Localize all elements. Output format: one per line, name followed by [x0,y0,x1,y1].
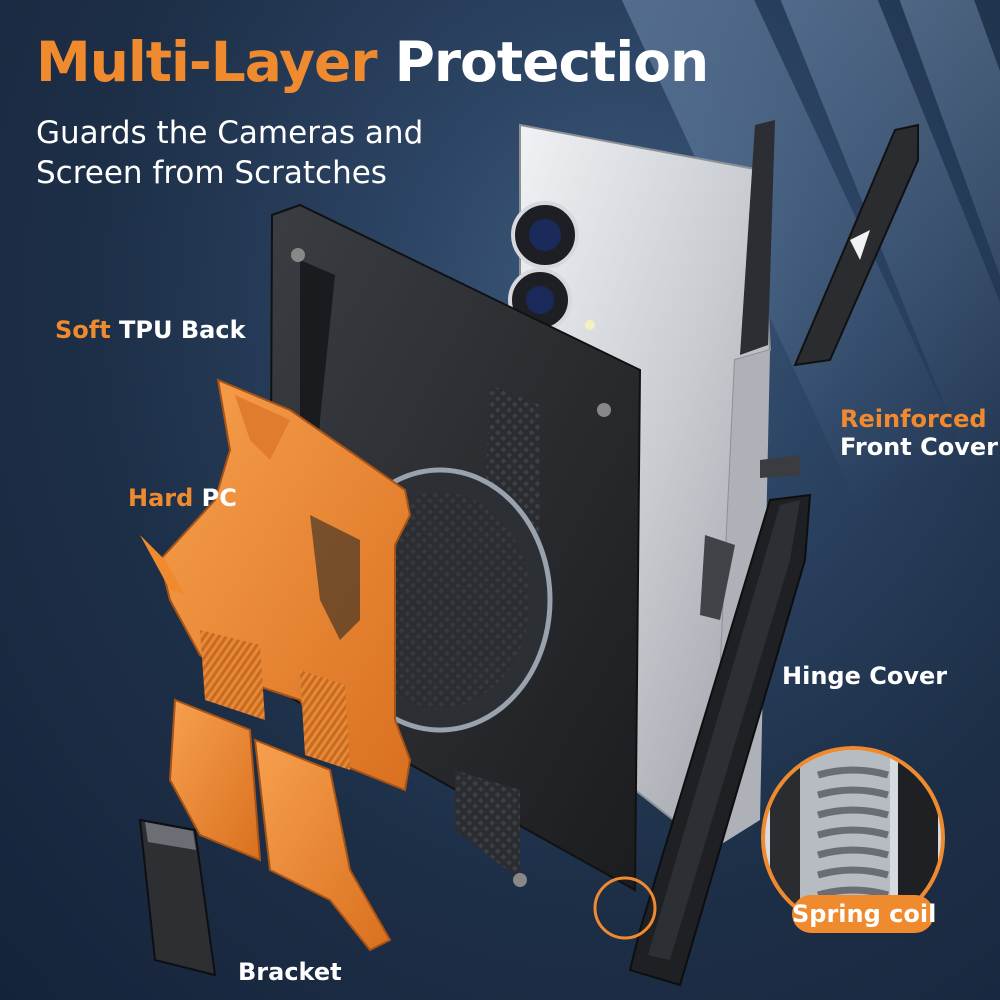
callout-spring-coil: Spring coil [792,895,936,933]
callout-accent: Soft [55,316,111,344]
callout-accent: Hard [128,484,194,512]
hinge-cover [628,493,812,987]
subtitle-line: Guards the Cameras and [36,115,424,151]
callout-accent: Reinforced [840,405,987,433]
callout-text: Bracket [238,958,342,986]
callout-hinge-cover: Hinge Cover [782,662,947,690]
title-accent: Multi-Layer [36,30,377,94]
callout-bracket: Bracket [238,958,342,986]
callout-text: PC [201,484,237,512]
callout-soft-tpu: Soft TPU Back [55,316,246,344]
callout-text: TPU Back [119,316,246,344]
bracket-piece [138,818,217,977]
subtitle-line: Screen from Scratches [36,155,387,191]
subtitle: Guards the Cameras and Screen from Scrat… [36,113,423,193]
callout-text: Front Cover [840,433,998,461]
callout-reinforced-front-cover: Reinforced Front Cover [840,405,998,461]
page-title: Multi-Layer Protection [36,30,710,94]
front-cover-piece [760,123,919,478]
hard-pc-pieces [140,378,412,952]
title-main: Protection [394,30,710,94]
callout-text: Hinge Cover [782,662,948,690]
highlight-circle [593,876,657,940]
callout-hard-pc: Hard PC [128,484,237,512]
spring-zoom [761,746,945,930]
